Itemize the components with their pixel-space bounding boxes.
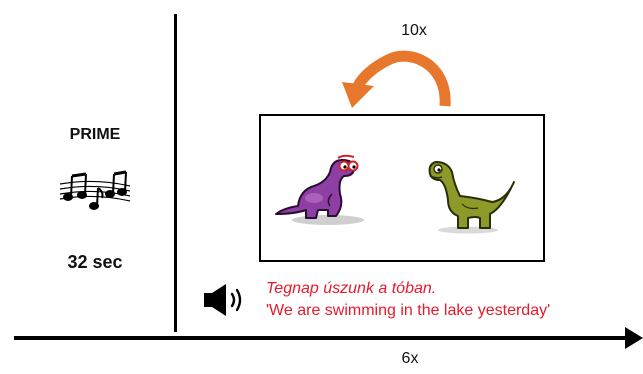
vertical-divider-line [174,14,177,332]
timeline-axis [14,336,629,340]
speaker-icon [204,284,242,316]
sentence-english: 'We are swimming in the lake yesterday' [266,302,551,319]
music-notes-icon [59,170,131,210]
timeline-arrowhead [625,327,643,349]
scene-frame [259,114,545,262]
prime-duration: 32 sec [67,252,123,272]
green-dinosaur-icon [428,161,515,234]
prime-label: PRIME [69,126,121,143]
purple-dinosaur-icon [275,154,364,225]
sentence-hungarian: Tegnap úszunk a tóban. [266,280,437,297]
repeat-count-bottom: 6x [401,350,419,367]
repeat-count-top: 10x [401,22,427,39]
loop-arrow-icon [342,50,451,108]
